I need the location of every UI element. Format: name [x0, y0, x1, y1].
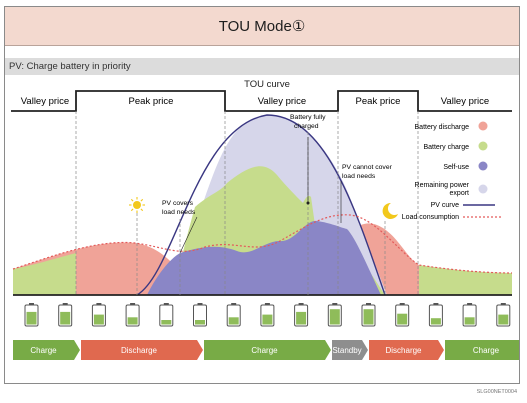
mode-subtitle: PV: Charge battery in priority	[5, 58, 519, 75]
curve-title: TOU curve	[244, 79, 290, 90]
status-bar-discharge: Discharge	[369, 340, 444, 360]
status-bar-label: Discharge	[121, 346, 158, 355]
legend-swatch	[478, 121, 488, 131]
annotation-pv-covers: load needs	[162, 209, 196, 216]
price-step-line	[11, 90, 512, 112]
sun-icon	[129, 197, 145, 213]
legend-self-use: Self-use	[443, 164, 469, 171]
battery-icon	[260, 303, 275, 327]
tou-curve-diagram: TOU curve Valley price Peak price Valley…	[11, 79, 519, 360]
legend: Battery discharge Battery charge Self-us…	[402, 121, 503, 221]
legend-battery-discharge: Battery discharge	[415, 124, 470, 131]
battery-charge-area-2	[419, 265, 512, 295]
figure-code: SLG00NET0004	[476, 389, 517, 395]
annotation-pv-covers: PV covers	[162, 200, 194, 207]
pv-curve-line	[136, 114, 386, 296]
battery-icon	[226, 303, 241, 327]
period-label: Valley price	[441, 96, 489, 107]
battery-icon	[294, 303, 309, 327]
legend-remaining-export: export	[450, 190, 470, 197]
battery-icon	[159, 303, 174, 327]
status-bar-row: Charge Discharge Charge Standby Discharge Cha…	[13, 340, 519, 360]
annotation-battery-full: charged	[294, 123, 319, 130]
status-bar-charge: Charge	[445, 340, 519, 360]
status-bar-discharge: Discharge	[81, 340, 203, 360]
battery-charge-area-1	[13, 253, 76, 295]
status-bar-label: Charge	[30, 346, 57, 355]
battery-icon	[428, 303, 443, 327]
status-bar-standby: Standby	[332, 340, 368, 360]
battery-icon	[361, 303, 376, 327]
self-use-area	[147, 220, 381, 295]
period-dividers	[75, 111, 419, 295]
legend-swatch	[478, 184, 488, 194]
battery-icon	[125, 303, 140, 327]
legend-load-consumption: Load consumption	[402, 214, 459, 221]
legend-pv-curve: PV curve	[431, 202, 460, 209]
period-label: Valley price	[21, 96, 69, 107]
status-bar-label: Charge	[251, 346, 278, 355]
annotation-battery-full: Battery fully	[290, 114, 326, 121]
legend-swatch	[478, 141, 488, 151]
battery-icon	[58, 303, 73, 327]
moon-icon	[382, 202, 398, 219]
legend-remaining-export: Remaining power	[415, 182, 470, 189]
page-title: TOU Mode①	[5, 7, 519, 46]
annotation-pv-cannot: load needs	[342, 173, 376, 180]
status-bar-label: Discharge	[385, 346, 422, 355]
period-label: Valley price	[258, 96, 306, 107]
battery-icon	[395, 303, 410, 327]
annotation-pointer	[179, 216, 198, 254]
period-label: Peak price	[129, 96, 174, 107]
battery-icon	[193, 303, 207, 327]
legend-swatch	[478, 161, 488, 171]
battery-icon	[24, 303, 39, 327]
load-consumption-line	[12, 214, 513, 274]
legend-battery-charge: Battery charge	[423, 144, 469, 151]
battery-icon	[91, 303, 106, 327]
battery-icon	[462, 303, 477, 327]
battery-icon	[327, 303, 342, 327]
status-bar-label: Charge	[473, 346, 500, 355]
tou-diagram-frame: TOU Mode① PV: Charge battery in priority…	[4, 6, 520, 384]
status-bar-charge: Charge	[204, 340, 331, 360]
battery-icon	[496, 303, 511, 327]
battery-level-row	[24, 303, 511, 327]
status-bar-charge: Charge	[13, 340, 80, 360]
status-bar-label: Standby	[332, 346, 361, 355]
annotation-pv-cannot: PV cannot cover	[342, 164, 393, 171]
period-label: Peak price	[356, 96, 401, 107]
